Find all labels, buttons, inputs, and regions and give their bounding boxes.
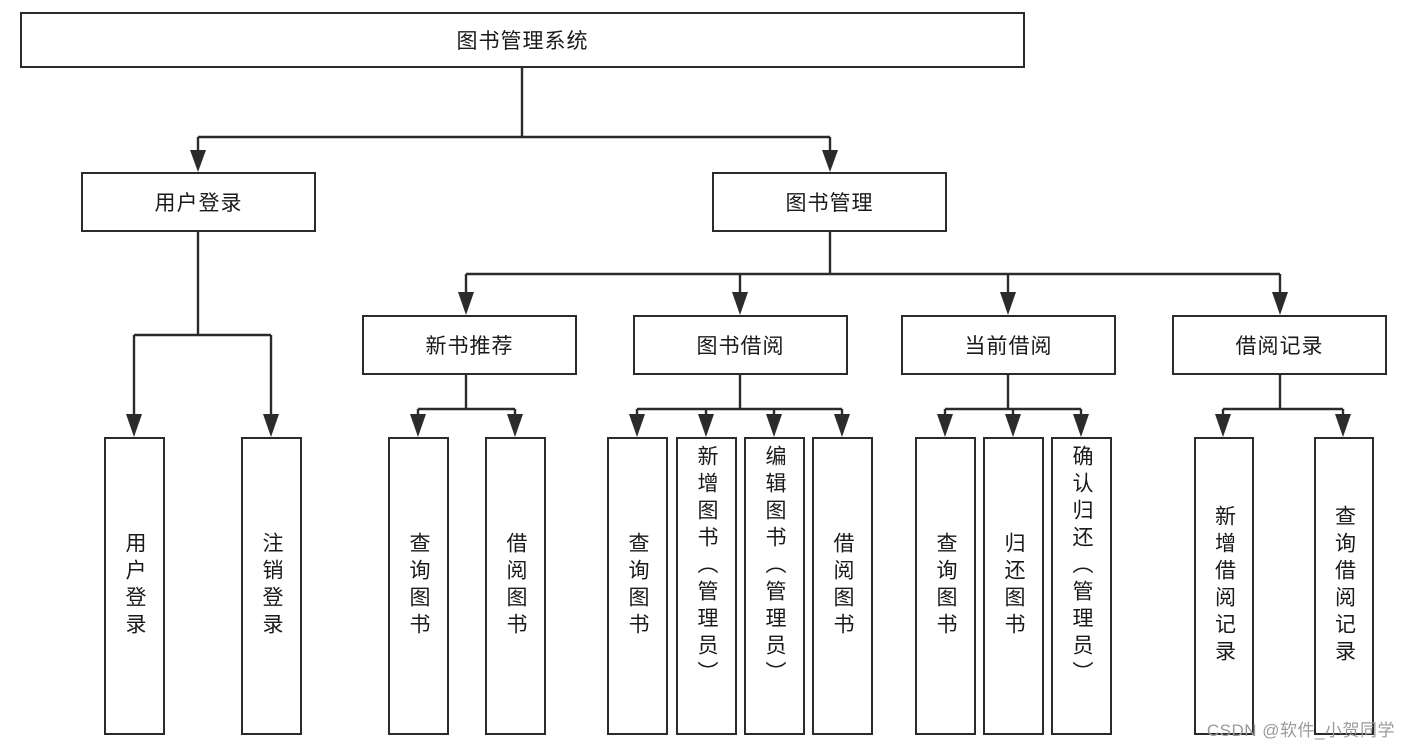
node-user-login[interactable]: 用户登录 bbox=[81, 172, 316, 232]
node-leaf-query-book-current[interactable]: 查询图书 bbox=[915, 437, 976, 735]
node-label: 新增借阅记录 bbox=[1212, 505, 1236, 667]
connector-borrow-record-to-leaves bbox=[1215, 375, 1351, 437]
node-leaf-borrow-book[interactable]: 借阅图书 bbox=[812, 437, 873, 735]
node-label: 查询图书 bbox=[407, 532, 430, 640]
node-label: 借阅记录 bbox=[1235, 335, 1324, 358]
v-label-wrap: 注销登录 bbox=[243, 439, 300, 733]
node-leaf-user-login[interactable]: 用户登录 bbox=[104, 437, 165, 735]
node-label: 借阅图书 bbox=[831, 532, 854, 640]
connector-new-book-to-leaves bbox=[410, 375, 523, 437]
connector-root-to-level2 bbox=[190, 68, 838, 172]
node-label: 当前借阅 bbox=[964, 335, 1053, 358]
node-label: 图书管理系统 bbox=[456, 30, 589, 53]
v-label-wrap: 查询图书 bbox=[609, 439, 666, 733]
v-label-wrap: 借阅图书 bbox=[814, 439, 871, 733]
node-leaf-edit-book-admin[interactable]: 编辑图书（管理员） bbox=[744, 437, 805, 735]
node-leaf-confirm-return-admin[interactable]: 确认归还（管理员） bbox=[1051, 437, 1112, 735]
v-label-wrap: 查询图书 bbox=[917, 439, 974, 733]
v-label-wrap: 归还图书 bbox=[985, 439, 1042, 733]
node-label: 图书借阅 bbox=[696, 335, 785, 358]
node-leaf-query-book-borrow[interactable]: 查询图书 bbox=[607, 437, 668, 735]
v-label-wrap: 借阅图书 bbox=[487, 439, 544, 733]
node-book-management[interactable]: 图书管理 bbox=[712, 172, 947, 232]
v-label-wrap: 新增借阅记录 bbox=[1196, 439, 1252, 733]
csdn-watermark: CSDN @软件_小贺同学 bbox=[1206, 721, 1395, 740]
node-label: 注销登录 bbox=[260, 532, 283, 640]
v-label-wrap: 新增图书（管理员） bbox=[678, 439, 735, 733]
node-book-borrow[interactable]: 图书借阅 bbox=[633, 315, 848, 375]
connector-user-login-to-leaves bbox=[126, 232, 279, 437]
v-label-wrap: 查询借阅记录 bbox=[1316, 439, 1372, 733]
node-label: 归还图书 bbox=[1002, 532, 1025, 640]
node-label: 用户登录 bbox=[154, 192, 243, 215]
node-label: 查询图书 bbox=[626, 532, 649, 640]
node-borrow-record[interactable]: 借阅记录 bbox=[1172, 315, 1387, 375]
v-label-wrap: 查询图书 bbox=[390, 439, 447, 733]
v-label-wrap: 编辑图书（管理员） bbox=[746, 439, 803, 733]
node-label: 查询借阅记录 bbox=[1332, 505, 1356, 667]
connector-current-borrow-to-leaves bbox=[937, 375, 1089, 437]
node-label: 新书推荐 bbox=[425, 335, 514, 358]
node-leaf-return-book[interactable]: 归还图书 bbox=[983, 437, 1044, 735]
node-current-borrow[interactable]: 当前借阅 bbox=[901, 315, 1116, 375]
node-leaf-logout[interactable]: 注销登录 bbox=[241, 437, 302, 735]
node-leaf-query-borrow-record[interactable]: 查询借阅记录 bbox=[1314, 437, 1374, 735]
node-label: 图书管理 bbox=[785, 192, 874, 215]
node-label: 查询图书 bbox=[934, 532, 957, 640]
node-label: 用户登录 bbox=[123, 532, 146, 640]
node-label: 新增图书（管理员） bbox=[695, 445, 718, 688]
node-label: 确认归还（管理员） bbox=[1070, 445, 1093, 688]
connector-book-manage-to-level3 bbox=[458, 232, 1288, 315]
node-leaf-add-book-admin[interactable]: 新增图书（管理员） bbox=[676, 437, 737, 735]
v-label-wrap: 用户登录 bbox=[106, 439, 163, 733]
node-leaf-query-book-recommend[interactable]: 查询图书 bbox=[388, 437, 449, 735]
node-leaf-borrow-book-recommend[interactable]: 借阅图书 bbox=[485, 437, 546, 735]
node-root-book-management-system[interactable]: 图书管理系统 bbox=[20, 12, 1025, 68]
node-label: 借阅图书 bbox=[504, 532, 527, 640]
node-leaf-add-borrow-record[interactable]: 新增借阅记录 bbox=[1194, 437, 1254, 735]
connector-book-borrow-to-leaves bbox=[629, 375, 850, 437]
v-label-wrap: 确认归还（管理员） bbox=[1053, 439, 1110, 733]
node-label: 编辑图书（管理员） bbox=[763, 445, 786, 688]
node-new-book-recommend[interactable]: 新书推荐 bbox=[362, 315, 577, 375]
